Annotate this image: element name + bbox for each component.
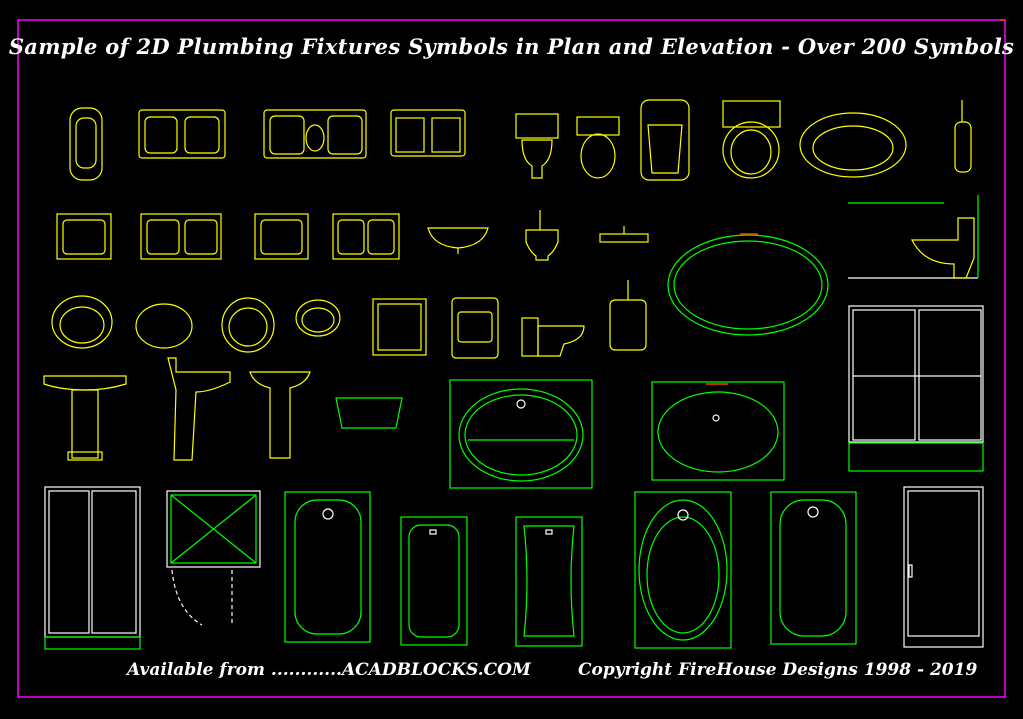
triple-sink-plan-symbol — [263, 109, 367, 159]
pedestal-lavatory-side-symbol — [167, 357, 231, 461]
service-sink-plan-symbol — [451, 297, 499, 359]
tub-shower-enclosure-elevation-symbol — [848, 305, 984, 472]
oval-lavatory-plan-symbol — [295, 299, 341, 337]
sink-plan-symbol — [254, 213, 309, 260]
countertop-sink-elevation-symbol — [599, 226, 649, 243]
shower-doors-elevation-symbol — [44, 486, 141, 650]
pedestal-lavatory-elevation-symbol — [249, 371, 311, 459]
copyright-note: Copyright FireHouse Designs 1998 - 2019 — [578, 660, 978, 680]
round-lavatory-plan-symbol — [51, 295, 113, 349]
toilet-elevation-symbol — [515, 113, 559, 179]
toilet-plan-symbol — [576, 116, 620, 179]
square-sink-plan-symbol — [372, 298, 427, 356]
toilet-plan-symbol — [722, 100, 781, 179]
lavatory-plan-symbol — [799, 112, 907, 178]
urinal-elevation-symbol — [609, 280, 647, 351]
wall-toilet-elevation-symbol — [521, 317, 585, 357]
bidet-elevation-symbol — [525, 210, 559, 261]
shower-door-elevation-symbol — [903, 486, 984, 648]
double-sink-plan-symbol — [332, 213, 400, 260]
bathtub-plan-symbol — [284, 491, 371, 643]
oval-tub-plan-symbol — [634, 491, 732, 649]
bathtub-plan-symbol — [515, 516, 583, 647]
availability-note: Available from ............ACADBLOCKS.CO… — [127, 660, 531, 680]
bathtub-plan-symbol — [400, 516, 468, 646]
toilet-plan-symbol — [69, 107, 103, 181]
toilet-grab-bar-elevation-symbol — [848, 195, 979, 279]
corner-tub-plan-symbol — [449, 379, 593, 489]
round-lavatory-plan-symbol — [221, 297, 275, 353]
double-sink-plan-symbol — [390, 109, 466, 157]
oval-tub-plan-symbol — [667, 233, 829, 336]
double-sink-plan-symbol — [138, 109, 226, 159]
wall-lavatory-elevation-symbol — [427, 227, 489, 254]
toilet-plan-symbol — [640, 99, 690, 181]
bathtub-elevation-symbol — [335, 397, 403, 429]
urinal-elevation-symbol — [954, 100, 972, 173]
sink-plan-symbol — [56, 213, 112, 260]
pedestal-lavatory-elevation-symbol — [43, 375, 127, 461]
rectangular-tub-plan-symbol — [651, 381, 785, 481]
drawing-title: Sample of 2D Plumbing Fixtures Symbols i… — [8, 34, 1015, 59]
double-sink-plan-symbol — [140, 213, 222, 260]
oval-lavatory-plan-symbol — [135, 303, 193, 349]
whirlpool-tub-plan-symbol — [770, 491, 857, 645]
shower-pan-plan-symbol — [166, 490, 261, 626]
drawing-border — [17, 19, 1006, 698]
